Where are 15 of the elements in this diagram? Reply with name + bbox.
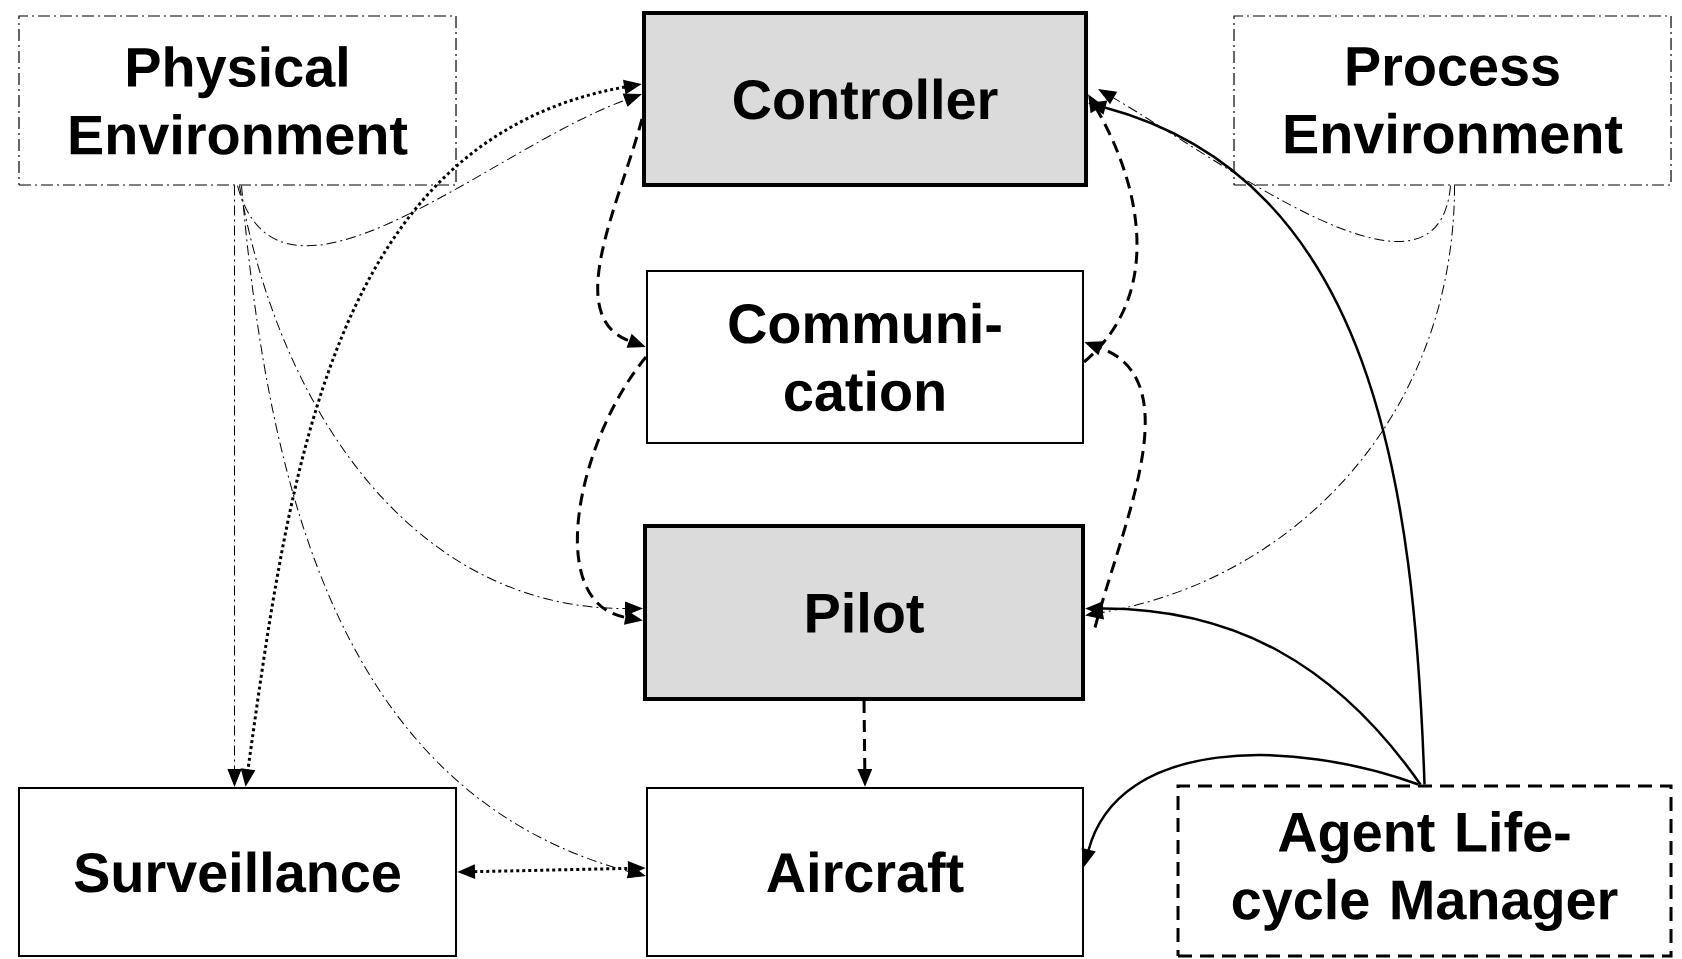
arrow (237, 93, 642, 246)
manager-box: Agent Life-cycle Manager (1176, 784, 1673, 958)
agent-box: Controller (642, 11, 1088, 187)
arrow (227, 185, 242, 787)
environment-box: Physical Environment (18, 15, 457, 186)
process-box: Aircraft (646, 787, 1084, 957)
environment-box: Process Environment (1233, 15, 1672, 186)
arrow (239, 185, 643, 616)
arrow (241, 185, 646, 879)
arrow (576, 356, 648, 625)
agent-box: Pilot (643, 524, 1085, 701)
process-box: Surveillance (18, 787, 457, 957)
arrow (1085, 185, 1455, 620)
process-box: Communi- cation (646, 270, 1084, 444)
arrow (1098, 89, 1451, 242)
